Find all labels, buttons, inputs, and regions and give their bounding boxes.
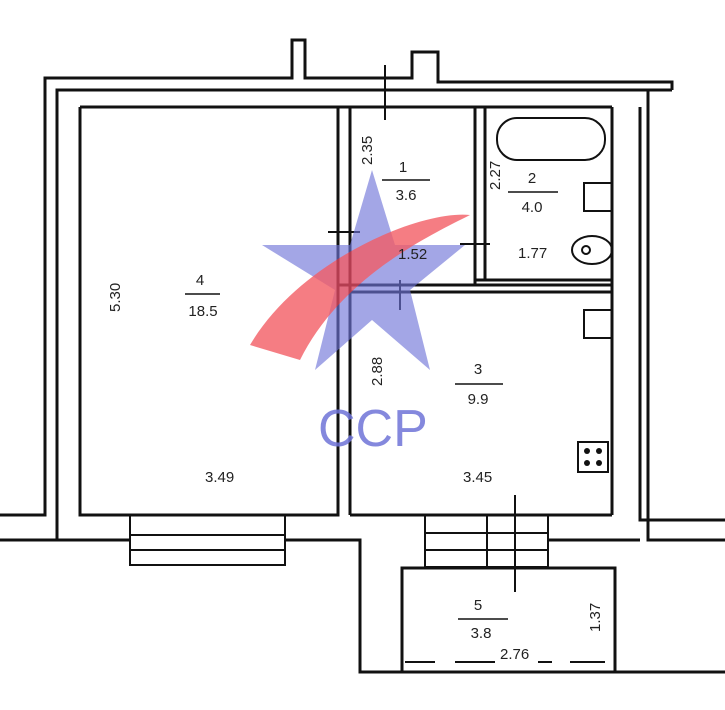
room-label-5: 5 3.8: [458, 597, 508, 642]
dimension-room4-width: 3.49: [205, 469, 234, 486]
room-area: 18.5: [188, 303, 217, 320]
dimension-room3-width: 3.45: [463, 469, 492, 486]
room-area: 3.8: [471, 625, 492, 642]
toilet-bowl: [581, 245, 591, 255]
room-number: 1: [399, 159, 407, 176]
room-number: 4: [196, 272, 204, 289]
window-room4: [129, 514, 286, 566]
room-area: 4.0: [522, 199, 543, 216]
room-label-1: 1 3.6: [382, 159, 430, 204]
watermark-logo: CCP: [250, 170, 470, 458]
sink-kitchen: [583, 309, 613, 339]
room-number: 2: [528, 170, 536, 187]
room-area: 9.9: [468, 391, 489, 408]
sink-bathroom: [583, 182, 613, 212]
dimension-room4-height: 5.30: [107, 283, 124, 312]
dimension-balcony-width: 2.76: [500, 646, 529, 663]
balcony: [400, 566, 725, 674]
watermark-text: CCP: [318, 400, 428, 458]
room-label-2: 2 4.0: [508, 170, 558, 216]
room-area: 3.6: [396, 187, 417, 204]
room-number: 3: [474, 361, 482, 378]
dimension-room2-height: 2.27: [487, 161, 504, 190]
stove: [577, 441, 609, 473]
room-label-3: 3 9.9: [455, 361, 503, 408]
dimension-room2-width: 1.77: [518, 245, 547, 262]
room-label-4: 4 18.5: [185, 272, 220, 320]
toilet: [571, 235, 613, 265]
dimension-room1-width: 1.52: [398, 246, 427, 263]
room-number: 5: [474, 597, 482, 614]
dimension-room1-height: 2.35: [359, 136, 376, 165]
window-room3: [424, 514, 549, 568]
bathtub: [496, 117, 606, 161]
dimension-room3-height: 2.88: [369, 357, 386, 386]
dimension-balcony-height: 1.37: [587, 603, 604, 632]
